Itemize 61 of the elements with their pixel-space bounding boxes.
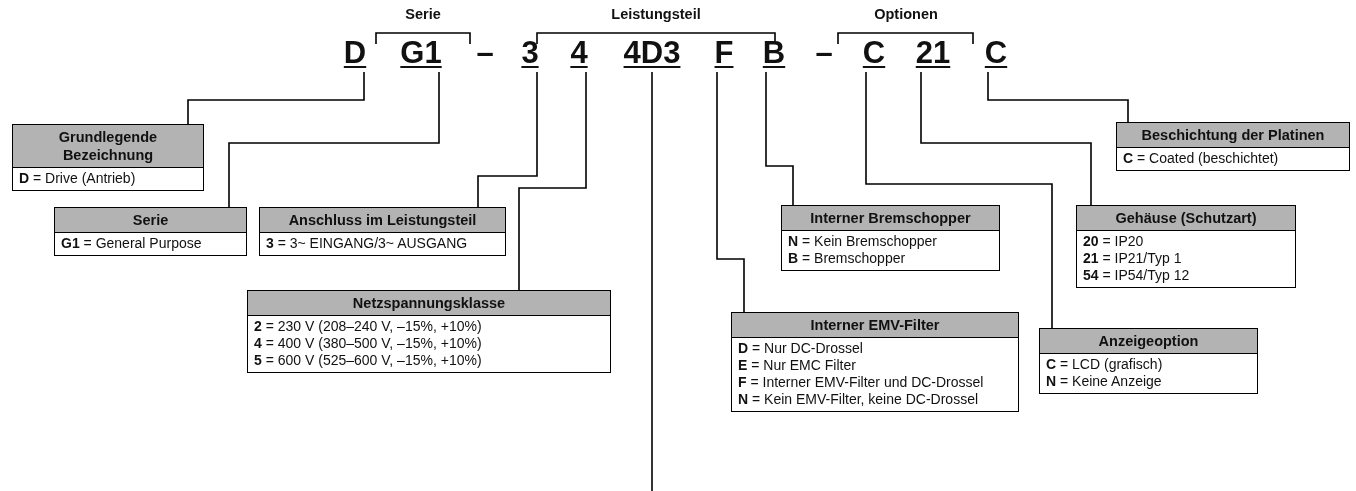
definition-text: 54 = IP54/Typ 12 <box>1083 267 1191 284</box>
definition-text: N = Kein Bremschopper <box>788 233 939 250</box>
leader-line <box>228 71 440 208</box>
code-letter: B <box>762 36 786 70</box>
definition-text: 2 = 230 V (208–240 V, –15%, +10%) <box>254 318 483 335</box>
box-heading: Interner Bremschopper <box>782 206 999 231</box>
code-letter: G1 <box>400 36 442 70</box>
leader-line <box>987 71 1129 123</box>
box-heading: Anzeigeoption <box>1040 329 1257 354</box>
code-letter: 4D3 <box>623 36 681 70</box>
leader-line <box>477 71 538 208</box>
definition-text: 5 = 600 V (525–600 V, –15%, +10%) <box>254 352 483 369</box>
box-heading: Grundlegende Bezeichnung <box>13 125 203 168</box>
leader-line <box>518 71 587 291</box>
box-heading: Gehäuse (Schutzart) <box>1077 206 1295 231</box>
definition-box <box>781 205 1000 271</box>
definition-text: D = Drive (Antrieb) <box>19 170 137 187</box>
definition-text: C = Coated (beschichtet) <box>1123 150 1280 167</box>
definition-text: D = Nur DC-Drossel <box>738 340 864 357</box>
definition-text: 4 = 400 V (380–500 V, –15%, +10%) <box>254 335 483 352</box>
definition-box <box>247 290 611 373</box>
leader-line <box>716 71 745 313</box>
code-letter: F <box>714 36 734 70</box>
definition-text: E = Nur EMC Filter <box>738 357 857 374</box>
definition-text: 3 = 3~ EINGANG/3~ AUSGANG <box>266 235 469 252</box>
code-letter: 4 <box>570 36 588 70</box>
box-heading: Beschichtung der Platinen <box>1117 123 1349 148</box>
box-heading: Interner EMV-Filter <box>732 313 1018 338</box>
group-heading: Optionen <box>874 6 938 22</box>
leader-line <box>865 71 1053 329</box>
code-letter: D <box>343 36 367 70</box>
leader-line <box>187 71 365 125</box>
definition-box <box>1039 328 1258 394</box>
box-heading: Serie <box>55 208 246 233</box>
leader-line <box>765 71 794 206</box>
code-letter: 3 <box>521 36 539 70</box>
code-letter: C <box>984 36 1008 70</box>
definition-box <box>259 207 506 256</box>
definition-box <box>731 312 1019 412</box>
definition-text: 20 = IP20 <box>1083 233 1145 250</box>
code-letter: 21 <box>915 36 951 70</box>
leader-line <box>920 71 1092 206</box>
code-letter: C <box>862 36 886 70</box>
definition-box <box>1116 122 1350 171</box>
definition-text: F = Interner EMV-Filter und DC-Drossel <box>738 374 985 391</box>
definition-text: 21 = IP21/Typ 1 <box>1083 250 1183 267</box>
definition-box <box>1076 205 1296 288</box>
definition-text: N = Kein EMV-Filter, keine DC-Drossel <box>738 391 980 408</box>
box-heading: Anschluss im Leistungsteil <box>260 208 505 233</box>
definition-text: C = LCD (grafisch) <box>1046 356 1164 373</box>
definition-text: B = Bremschopper <box>788 250 907 267</box>
definition-text: N = Keine Anzeige <box>1046 373 1163 390</box>
leader-line <box>651 71 653 491</box>
group-heading: Serie <box>405 6 441 22</box>
definition-box <box>12 124 204 191</box>
separator-dash: – <box>476 36 494 70</box>
group-heading: Leistungsteil <box>611 6 701 22</box>
definition-box <box>54 207 247 256</box>
definition-text: G1 = General Purpose <box>61 235 203 252</box>
separator-dash: – <box>815 36 833 70</box>
box-heading: Netzspannungsklasse <box>248 291 610 316</box>
